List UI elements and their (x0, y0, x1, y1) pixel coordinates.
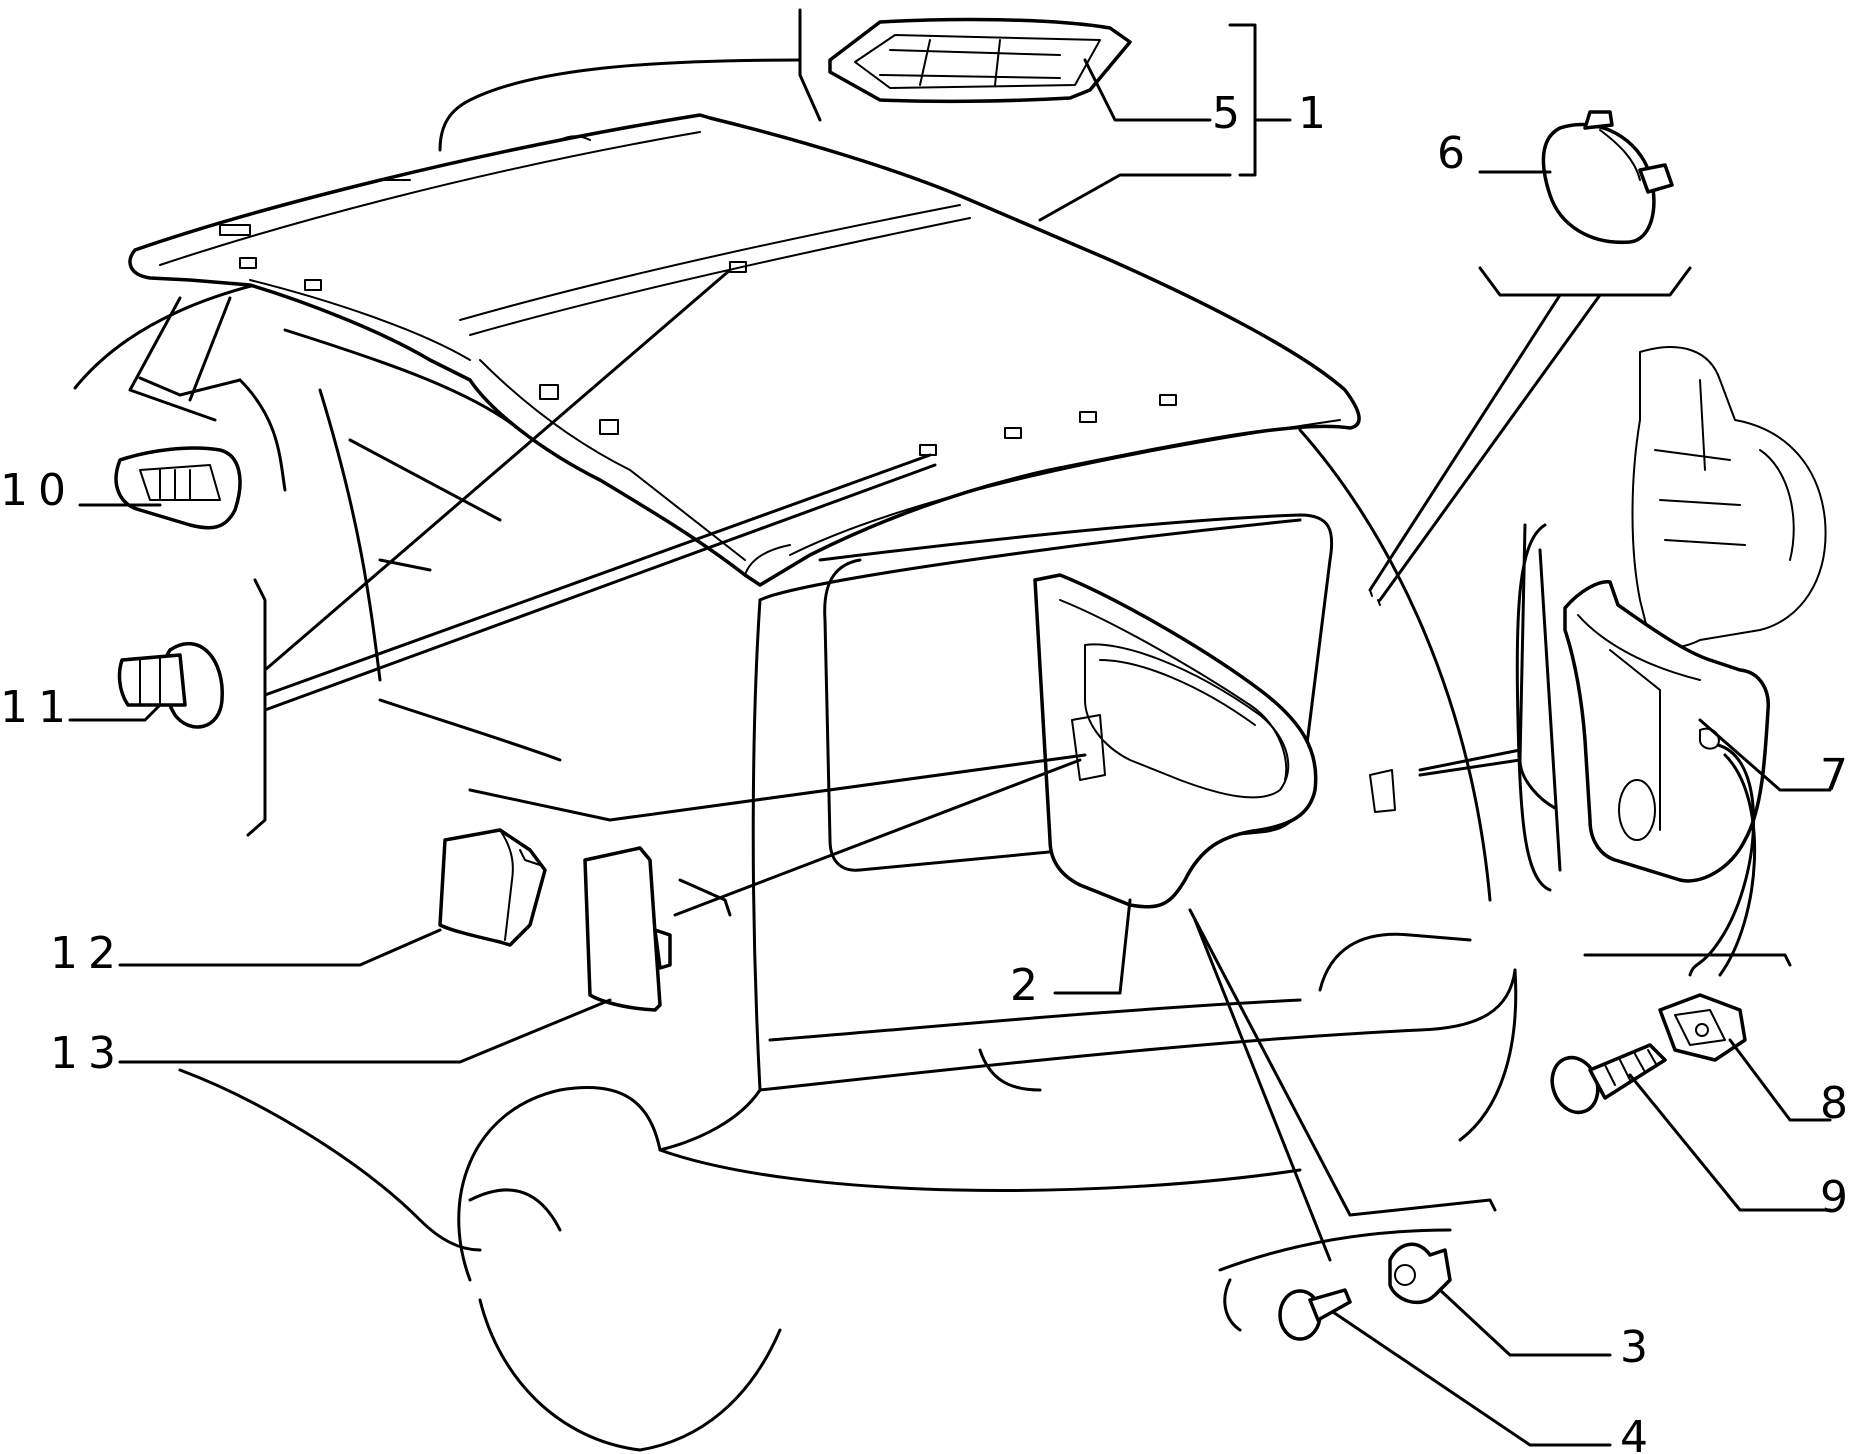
callout-labels: 1 2 3 4 5 6 7 8 9 10 11 12 13 (0, 88, 1858, 1454)
callout-6: 6 (1437, 128, 1475, 179)
callout-9: 9 (1820, 1172, 1858, 1223)
callout-12: 12 (50, 928, 126, 979)
callout-11: 11 (0, 682, 76, 733)
callout-2: 2 (1010, 960, 1048, 1011)
screw-part (1550, 1043, 1667, 1115)
callout-1: 1 (1298, 88, 1336, 139)
callout-7: 7 (1820, 750, 1858, 801)
cap-12-part (438, 828, 547, 947)
leader-lines (68, 8, 1832, 1447)
dome-light-part (828, 17, 1132, 104)
callout-4: 4 (1620, 1412, 1658, 1454)
quarter-trim-panel (1033, 573, 1318, 909)
fastener-3-part (1388, 1242, 1452, 1305)
callout-5: 5 (1212, 88, 1250, 139)
side-trim-panel (1563, 346, 1827, 977)
callout-13: 13 (50, 1028, 126, 1079)
callout-10: 10 (0, 465, 76, 516)
clip-stud-part (1541, 110, 1674, 245)
callout-8: 8 (1820, 1078, 1858, 1129)
push-pin-4-part (1278, 1288, 1352, 1341)
tailgate-plug (1369, 769, 1396, 813)
headliner-panel (128, 113, 1361, 587)
clip-nut-part (1658, 993, 1747, 1062)
latch-part (114, 446, 242, 530)
callout-3: 3 (1620, 1322, 1658, 1373)
push-clip-part (117, 642, 224, 729)
cover-13-part (583, 846, 672, 1012)
